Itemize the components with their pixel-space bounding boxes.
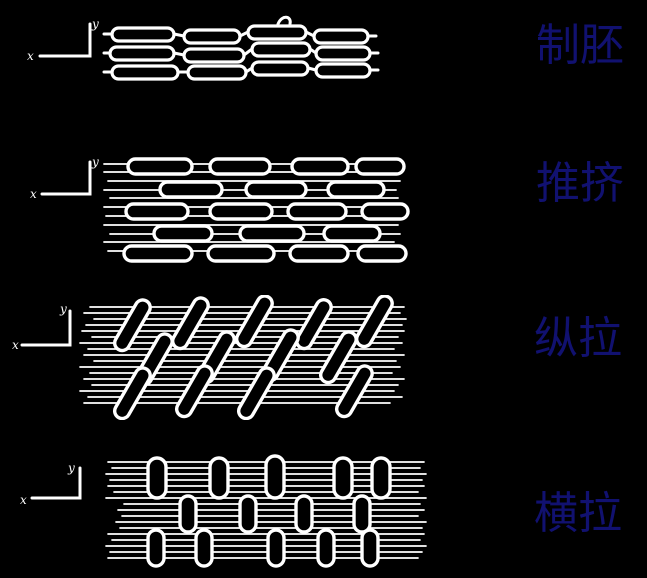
axis-glyph-row2: y x <box>28 154 108 212</box>
stage-row-extrusion: y x <box>0 140 647 285</box>
lamellae-diagram-td-stretch <box>104 452 444 570</box>
lamellae-diagram-extrusion <box>100 146 410 266</box>
axis-y-label-row4: y <box>67 461 75 475</box>
axis-y-label-row3: y <box>59 302 67 316</box>
stage-label-extrusion: 推挤 <box>536 158 624 209</box>
axis-x-label-row3: x <box>12 338 19 352</box>
stage-label-td-stretch: 横拉 <box>534 488 622 539</box>
axis-y-label-row1: y <box>91 17 99 31</box>
stage-row-md-stretch: y x <box>0 285 647 430</box>
axis-x-label-row4: x <box>20 493 27 507</box>
axis-glyph-row3: y x <box>12 301 92 359</box>
axis-x-label-row1: x <box>27 49 34 63</box>
lamellae-diagram-cast-film <box>100 10 380 100</box>
stage-row-cast-film: y x <box>0 0 647 145</box>
axis-x-label-row2: x <box>30 187 37 201</box>
stage-row-td-stretch: y x <box>0 430 647 578</box>
lamellae-diagram-md-stretch <box>74 295 414 420</box>
stage-label-md-stretch: 纵拉 <box>534 313 622 364</box>
stage-label-cast-film: 制胚 <box>536 20 624 71</box>
axis-y-label-row2: y <box>91 155 99 169</box>
axis-glyph-row1: y x <box>22 16 102 74</box>
axis-glyph-row4: y x <box>18 460 98 518</box>
